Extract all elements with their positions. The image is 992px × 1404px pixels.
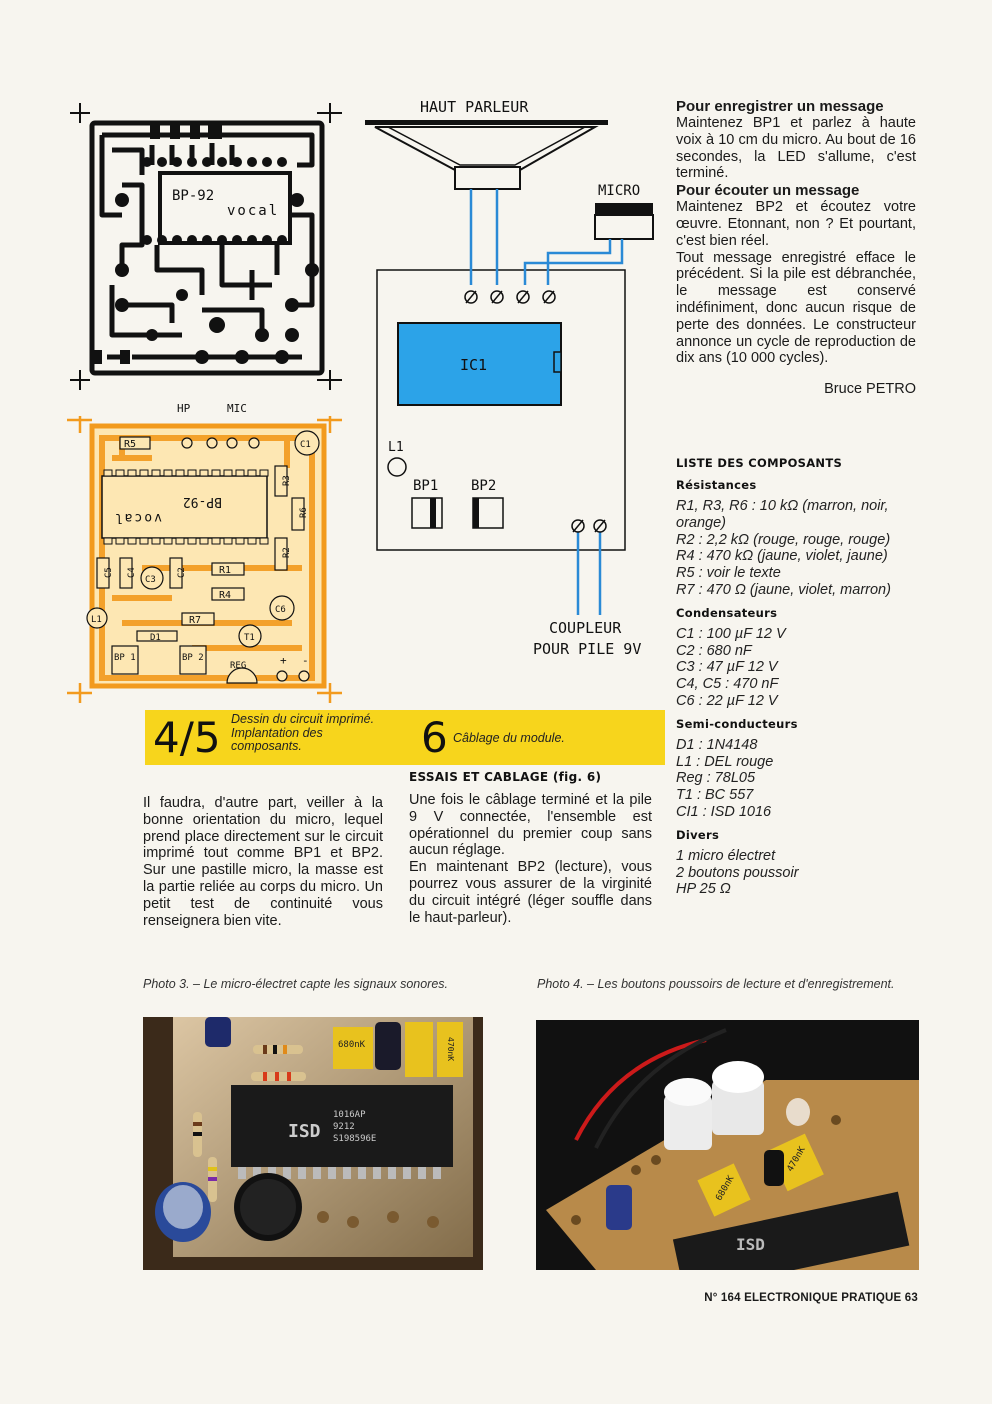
layout-r3: R3	[282, 475, 292, 486]
wiring-bp1: BP1	[413, 478, 438, 494]
resistance-item: R1, R3, R6 : 10 kΩ (marron, noir, orange…	[676, 498, 889, 531]
author: Bruce PETRO	[824, 381, 916, 398]
condensateurs-title: Condensateurs	[676, 605, 778, 620]
figure-caption-bar: 4/5 Dessin du circuit imprimé. Implantat…	[145, 710, 665, 765]
photo3-cap-label2: 470nK	[446, 1037, 455, 1061]
layout-c1: C1	[300, 440, 311, 450]
components-title: LISTE DES COMPOSANTS	[676, 456, 843, 470]
semi-item: Reg : 78L05	[676, 770, 756, 787]
photo3-chip-code2: 9212	[333, 1122, 355, 1132]
layout-chip-text2: vocal	[113, 510, 162, 525]
wiring-ic1: IC1	[460, 356, 487, 374]
heading-record: Pour enregistrer un message	[676, 98, 884, 115]
photo3-image: 680nK 470nK ISD 1016AP 9212 S198596E	[143, 1017, 483, 1270]
wiring-micro: MICRO	[598, 183, 640, 199]
heading-listen: Pour écouter un message	[676, 182, 860, 200]
layout-r6: R6	[299, 507, 309, 518]
semi-title: Semi-conducteurs	[676, 716, 798, 731]
photo4-chip-brand: ISD	[736, 1235, 765, 1254]
pcb-trace-diagram: BP-92 vocal	[62, 95, 352, 395]
photo3-chip-code3: S198596E	[333, 1134, 376, 1144]
condensateur-item: C3 : 47 µF 12 V	[676, 659, 778, 676]
layout-c2: C2	[177, 567, 187, 578]
layout-r1: R1	[219, 565, 231, 576]
resistance-item: R7 : 470 Ω (jaune, violet, marron)	[676, 581, 891, 598]
photo4-svg: 680nK 470nK ISD	[536, 1020, 919, 1270]
right-column: Pour enregistrer un message Maintenez BP…	[676, 98, 916, 398]
divers-item: 2 boutons poussoir	[676, 864, 799, 881]
layout-r2: R2	[282, 547, 292, 558]
middle-body-text: ESSAIS ET CABLAGE (fig. 6) Une fois le c…	[409, 770, 652, 926]
essais-paragraph-1: Une fois le câblage terminé et la pile 9…	[409, 792, 652, 859]
wiring-diagram: HAUT PARLEUR MICRO IC1 L1 BP1 BP2 COUPLE…	[360, 95, 660, 665]
wiring-haut-parleur: HAUT PARLEUR	[420, 98, 529, 116]
layout-c3: C3	[145, 575, 156, 585]
layout-mic-label: MIC	[227, 402, 247, 415]
essais-heading: ESSAIS ET CABLAGE (fig. 6)	[409, 770, 602, 784]
semi-item: CI1 : ISD 1016	[676, 803, 772, 820]
layout-l1: L1	[91, 615, 102, 625]
resistances-title: Résistances	[676, 478, 757, 492]
layout-bp2: BP 2	[182, 653, 204, 663]
left-paragraph: Il faudra, d'autre part, veiller à la bo…	[143, 795, 383, 929]
condensateur-item: C6 : 22 µF 12 V	[676, 692, 778, 709]
layout-reg: REG	[230, 661, 246, 671]
figure-number-6: 6	[421, 713, 448, 762]
semi-item: L1 : DEL rouge	[676, 753, 774, 770]
wiring-l1: L1	[388, 440, 404, 455]
divers-item: 1 micro électret	[676, 847, 776, 864]
pcb-trace-svg: BP-92 vocal	[70, 103, 342, 390]
photo3-cap-label: 680nK	[338, 1040, 366, 1050]
paragraph-listen: Maintenez BP2 et écoutez votre œuvre. Et…	[676, 199, 916, 249]
resistance-item: R5 : voir le texte	[676, 565, 781, 582]
figure-caption-6: Câblage du module.	[453, 731, 565, 745]
wiring-coupleur-1: COUPLEUR	[549, 619, 622, 637]
layout-c6: C6	[275, 605, 286, 615]
condensateur-item: C1 : 100 µF 12 V	[676, 625, 786, 642]
layout-hp-label: HP	[177, 402, 191, 415]
figure-caption-45: Dessin du circuit imprimé. Implantation …	[231, 712, 375, 753]
photo3-caption: Photo 3. – Le micro-électret capte les s…	[143, 977, 449, 991]
paragraph-memory: Tout message enregistré efface le précéd…	[676, 249, 916, 367]
layout-c5: C5	[104, 567, 114, 578]
page-footer: N° 164 ELECTRONIQUE PRATIQUE 63	[704, 1292, 918, 1304]
wiring-coupleur-2: POUR PILE 9V	[533, 640, 641, 658]
layout-t1: T1	[244, 633, 255, 643]
resistance-item: R4 : 470 kΩ (jaune, violet, jaune)	[676, 548, 888, 565]
layout-minus-3: -	[302, 654, 309, 667]
paragraph-record: Maintenez BP1 et parlez à haute voix à 1…	[676, 115, 916, 182]
component-layout-svg: HP MIC + - - + BP-92 vocal R5 C1 R3 R6	[67, 402, 342, 703]
wiring-svg: HAUT PARLEUR MICRO IC1 L1 BP1 BP2 COUPLE…	[365, 98, 654, 658]
essais-paragraph-2: En maintenant BP2 (lecture), vous pourre…	[409, 859, 652, 926]
photo4-caption: Photo 4. – Les boutons poussoirs de lect…	[537, 977, 895, 991]
resistance-item: R2 : 2,2 kΩ (rouge, rouge, rouge)	[676, 531, 891, 548]
layout-r5: R5	[124, 439, 136, 450]
divers-item: HP 25 Ω	[676, 881, 731, 898]
layout-r4: R4	[219, 590, 231, 601]
layout-plus-3: +	[280, 654, 287, 667]
pcb-vocal-label: vocal	[227, 203, 279, 219]
photo3-chip-brand: ISD	[288, 1121, 321, 1142]
semi-item: T1 : BC 557	[676, 787, 754, 804]
figure-number-45: 4/5	[153, 713, 221, 762]
layout-d1: D1	[150, 633, 161, 643]
condensateur-item: C4, C5 : 470 nF	[676, 676, 779, 693]
components-list: LISTE DES COMPOSANTS Résistances R1, R3,…	[676, 456, 921, 898]
photo4-image: 680nK 470nK ISD	[536, 1020, 919, 1270]
photo3-chip-code: 1016AP	[333, 1110, 366, 1120]
condensateur-item: C2 : 680 nF	[676, 642, 752, 659]
layout-r7: R7	[189, 615, 201, 626]
layout-c4: C4	[127, 567, 137, 578]
component-layout-diagram: HP MIC + - - + BP-92 vocal R5 C1 R3 R6	[62, 398, 352, 710]
semi-item: D1 : 1N4148	[676, 736, 758, 753]
wiring-bp2: BP2	[471, 478, 496, 494]
layout-bp1: BP 1	[114, 653, 136, 663]
photo3-svg: 680nK 470nK ISD 1016AP 9212 S198596E	[143, 1017, 483, 1270]
left-body-text: Il faudra, d'autre part, veiller à la bo…	[143, 795, 383, 929]
layout-chip-text: BP-92	[183, 494, 222, 509]
divers-title: Divers	[676, 827, 720, 842]
pcb-board-label: BP-92	[172, 188, 214, 204]
